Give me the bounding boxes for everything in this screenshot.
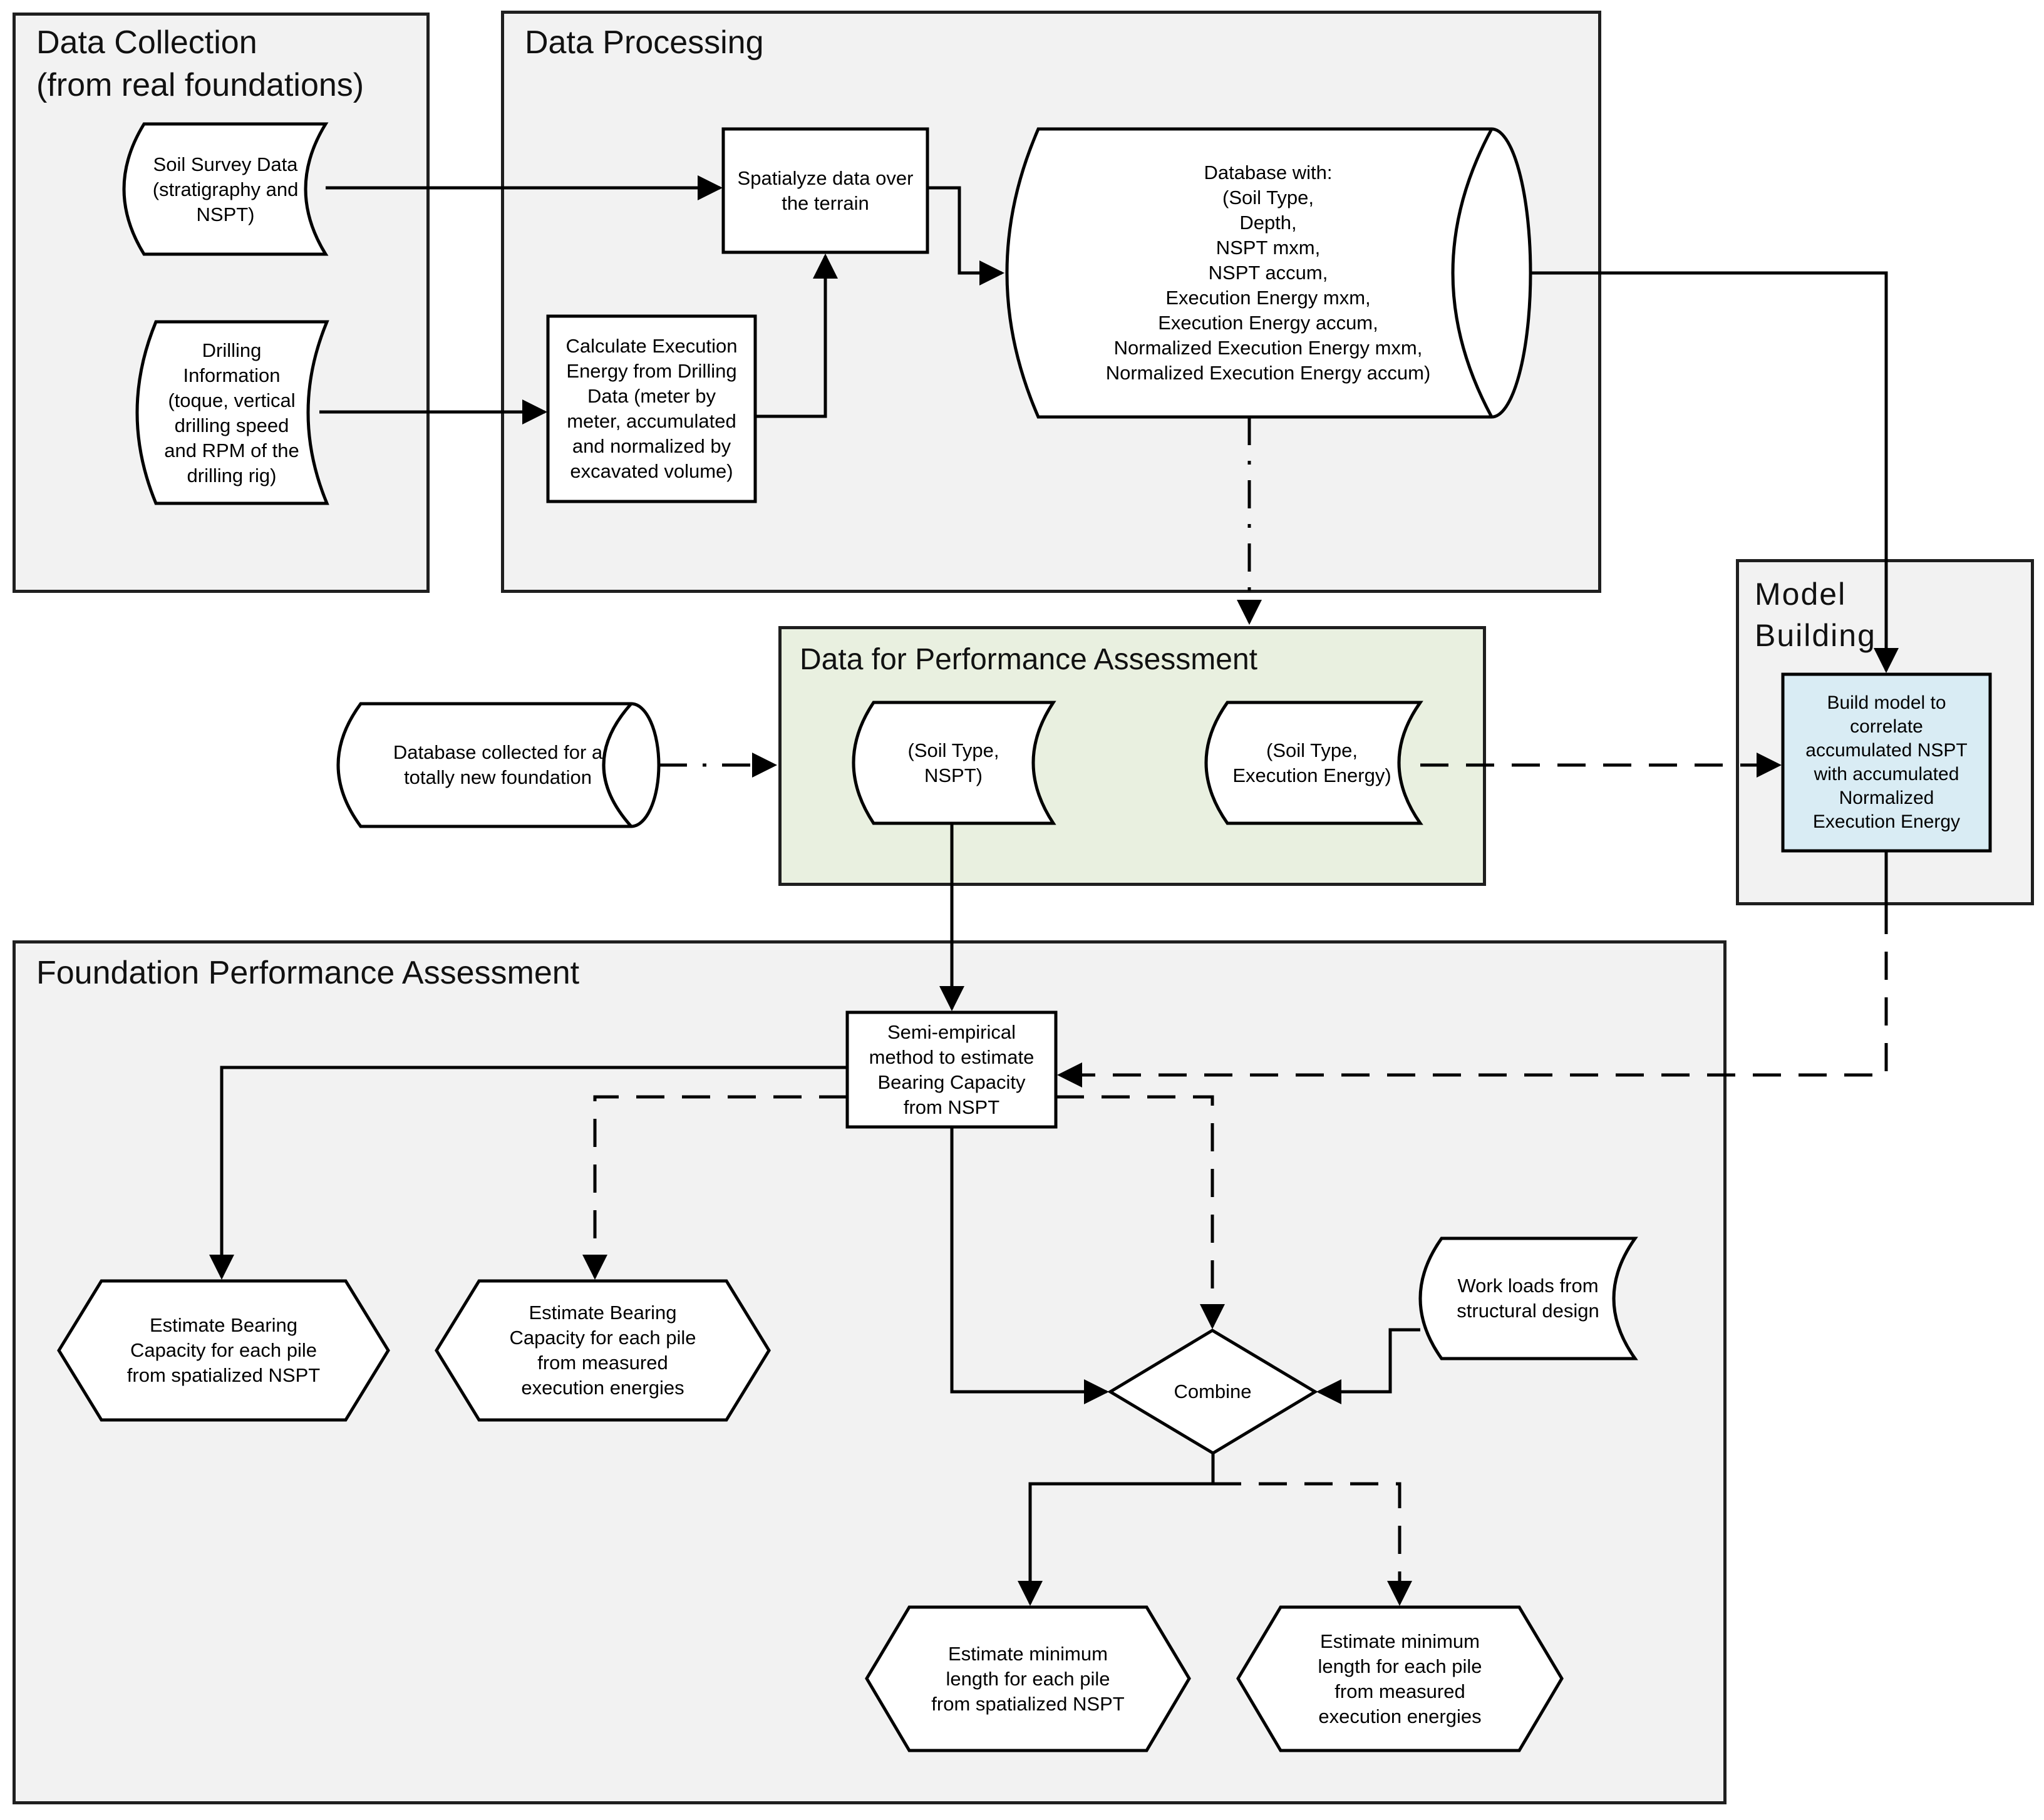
combine-diamond xyxy=(1107,1329,1318,1455)
estimate-bc-spatialized-nspt-label: Estimate Bearing Capacity for each pile … xyxy=(126,1314,321,1386)
database-main-shape xyxy=(1005,127,1532,419)
arrow-semi-empirical-to-combine-dashed xyxy=(1056,1095,1225,1329)
estimate-bc-measured-energies-hexagon xyxy=(435,1279,771,1422)
estimate-bc-measured-energies-label: Estimate Bearing Capacity for each pile … xyxy=(509,1302,696,1399)
arrow-combine-to-min-length-energies xyxy=(1213,1482,1412,1606)
arrow-semi-empirical-to-bc-measured xyxy=(582,1095,847,1280)
build-model-label: Build model to correlate accumulated NSP… xyxy=(1805,692,1968,832)
arrow-semi-empirical-to-bc-spatialized xyxy=(209,1066,847,1280)
foundation-performance-assessment-title: Foundation Performance Assessment xyxy=(36,955,580,991)
arrow-work-loads-to-combine xyxy=(1316,1328,1420,1404)
database-main-cap-arc xyxy=(1451,128,1494,418)
database-new-foundation-shape xyxy=(336,702,661,828)
soil-type-nspt-shape xyxy=(852,701,1056,825)
semi-empirical-box xyxy=(845,1010,1058,1129)
work-loads-shape xyxy=(1418,1236,1638,1360)
work-loads-label: Work loads from structural design xyxy=(1457,1275,1599,1322)
estimate-min-length-nspt-hexagon xyxy=(865,1605,1191,1752)
data-for-performance-assessment-title: Data for Performance Assessment xyxy=(800,643,1257,676)
build-model-box xyxy=(1781,672,1992,853)
calculate-execution-energy-box xyxy=(546,314,757,503)
database-new-foundation-cap-arc xyxy=(602,702,632,828)
database-main-label: Database with: (Soil Type, Depth, NSPT m… xyxy=(1105,162,1431,384)
data-processing-title: Data Processing xyxy=(525,24,764,61)
estimate-min-length-energies-hexagon xyxy=(1236,1605,1564,1752)
soil-survey-shape xyxy=(122,122,329,256)
soil-type-nspt-label: (Soil Type, NSPT) xyxy=(907,739,999,786)
drilling-information-label: Drilling Information (toque, vertical dr… xyxy=(164,339,299,486)
estimate-min-length-nspt-label: Estimate minimum length for each pile fr… xyxy=(931,1642,1125,1715)
estimate-bc-spatialized-nspt-hexagon xyxy=(57,1279,390,1422)
soil-survey-label: Soil Survey Data (stratigraphy and NSPT) xyxy=(152,153,299,225)
arrow-combine-to-min-length-nspt xyxy=(1018,1453,1215,1606)
calculate-execution-energy-label: Calculate Execution Energy from Drilling… xyxy=(565,335,738,482)
semi-empirical-label: Semi-empirical method to estimate Bearin… xyxy=(869,1021,1035,1118)
estimate-min-length-energies-label: Estimate minimum length for each pile fr… xyxy=(1318,1630,1482,1727)
soil-type-execution-energy-label: (Soil Type, Execution Energy) xyxy=(1232,739,1391,786)
arrow-calculate-to-spatialyze xyxy=(755,254,838,418)
soil-type-execution-energy-shape xyxy=(1204,701,1423,825)
arrow-spatialyze-to-database xyxy=(927,186,1004,285)
arrow-semi-empirical-to-combine-solid xyxy=(950,1127,1109,1404)
database-new-foundation-label: Database collected for a totally new fou… xyxy=(393,741,603,788)
arrow-build-model-to-semi-empirical xyxy=(1057,906,1888,1087)
data-collection-title: Data Collection (from real foundations) xyxy=(36,24,364,103)
spatialyze-label: Spatialyze data over the terrain xyxy=(737,167,914,214)
drilling-information-shape xyxy=(135,320,329,505)
spatialyze-box xyxy=(721,127,929,254)
model-building-title: Model Building xyxy=(1755,577,1876,653)
arrow-database-to-build-model xyxy=(1528,271,1899,673)
combine-label: Combine xyxy=(1174,1380,1252,1402)
